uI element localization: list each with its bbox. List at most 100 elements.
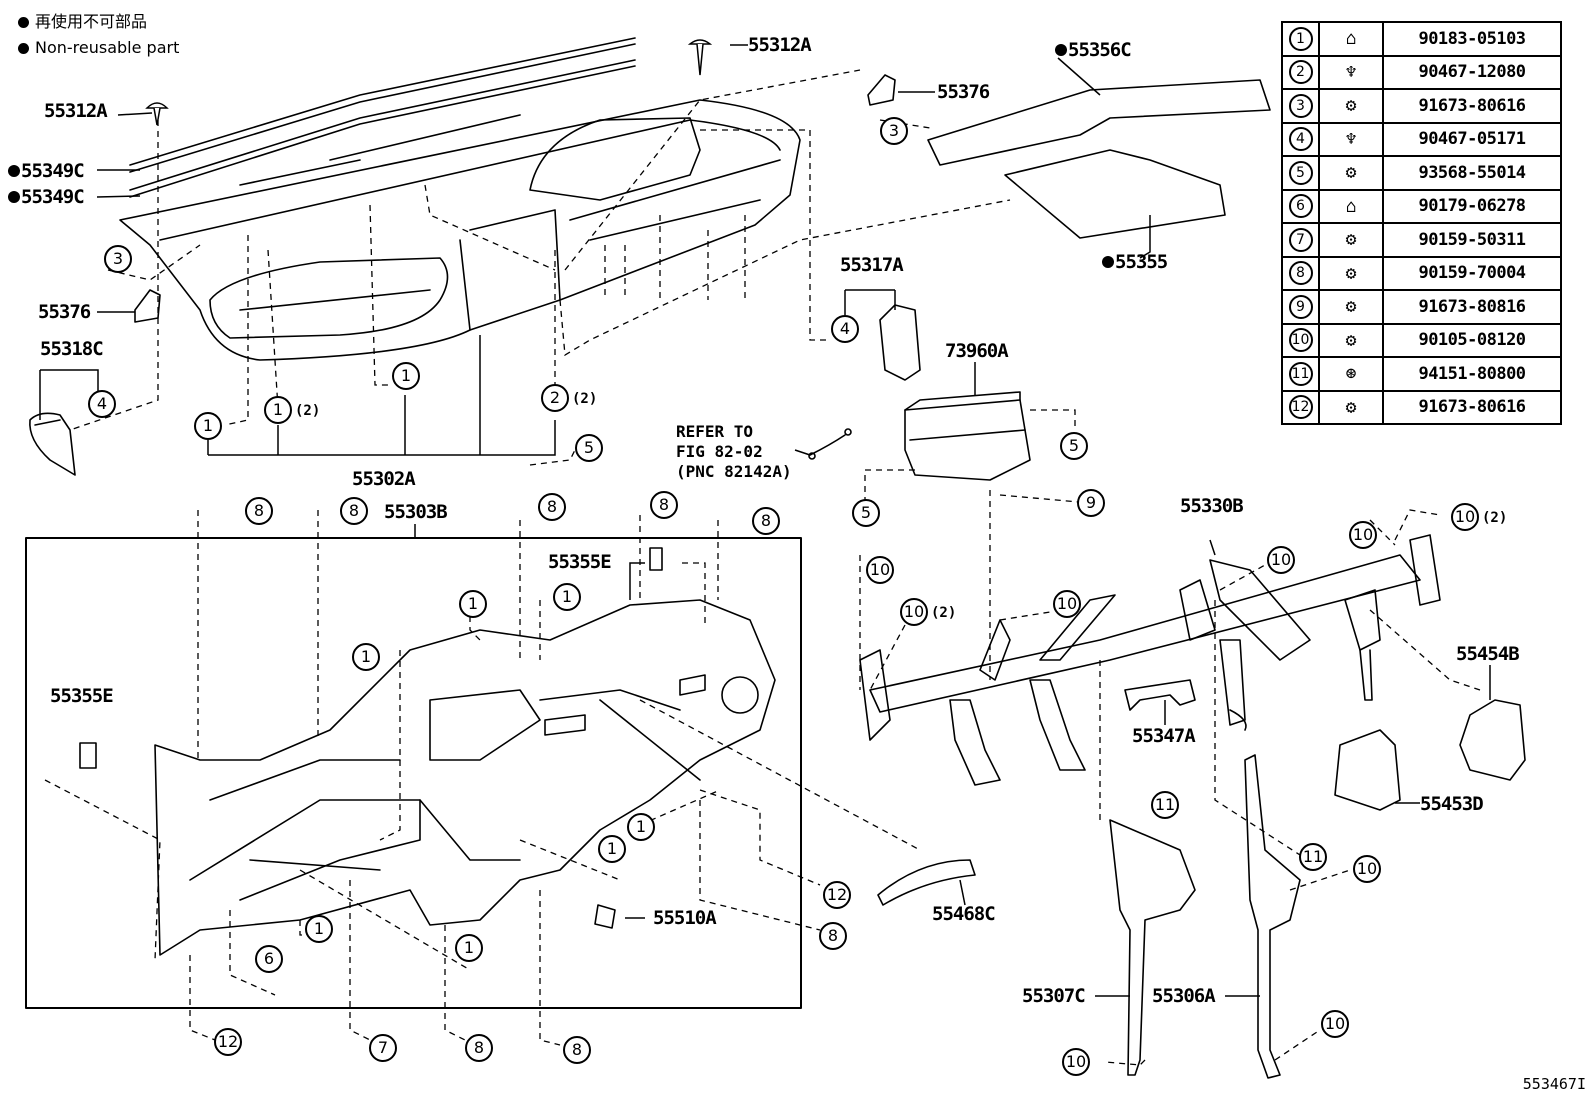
qty-2: (2): [1482, 510, 1508, 526]
callout-10: 10: [866, 556, 894, 584]
fastener-part-number: 90467-05171: [1382, 121, 1562, 157]
callout-1: 1: [305, 915, 333, 943]
label-55349C-1: 55349C: [8, 162, 85, 181]
qty-2: (2): [572, 391, 598, 407]
fastener-row: 9⚙91673-80816: [1281, 289, 1562, 325]
fastener-number: 2: [1281, 54, 1320, 90]
label-55468C: 55468C: [932, 903, 996, 925]
label-55312A-top: 55312A: [748, 34, 812, 56]
screw-icon: ⚙: [1345, 162, 1357, 184]
silencer-55355: [1004, 149, 1226, 239]
callout-4: 4: [831, 315, 859, 343]
fastener-number-circle: 8: [1288, 261, 1313, 286]
fastener-icon-cell: ⚙: [1318, 155, 1384, 191]
moulding-strip-lower: [129, 59, 636, 191]
callout-8: 8: [650, 491, 678, 519]
note-non-reusable-en: Non-reusable part: [18, 40, 179, 56]
fastener-icon-cell: ⌂: [1318, 188, 1384, 224]
label-55349C-2: 55349C: [8, 188, 85, 207]
label-55510A: 55510A: [653, 907, 717, 929]
fastener-number-circle: 4: [1288, 127, 1313, 152]
callout-10: 10: [900, 598, 928, 626]
screw-icon: ⚙: [1345, 95, 1357, 117]
callout-11: 11: [1151, 791, 1179, 819]
callout-8: 8: [465, 1034, 493, 1062]
fastener-number: 3: [1281, 88, 1320, 124]
label-55376-left: 55376: [38, 301, 91, 323]
push-clip-icon: ♆: [1345, 61, 1357, 83]
fastener-row: 5⚙93568-55014: [1281, 155, 1562, 191]
label-55306A: 55306A: [1152, 985, 1216, 1007]
screw-icon: ⚙: [1345, 229, 1357, 251]
callout-5: 5: [575, 434, 603, 462]
qty-2: (2): [295, 403, 321, 419]
callout-1: 1: [627, 813, 655, 841]
callout-3: 3: [104, 245, 132, 273]
fastener-part-number: 90467-12080: [1382, 54, 1562, 90]
fastener-row: 11⊛94151-80800: [1281, 356, 1562, 392]
callout-1: 1: [264, 396, 292, 424]
label-55356C: 55356C: [1055, 41, 1132, 60]
silencer-55356c: [927, 79, 1271, 166]
fastener-number: 4: [1281, 121, 1320, 157]
fastener-row: 8⚙90159-70004: [1281, 255, 1562, 291]
fastener-icon-cell: ♆: [1318, 54, 1384, 90]
label-55453D: 55453D: [1420, 793, 1484, 815]
sub-assembly-frame: [25, 537, 802, 1009]
fastener-number-circle: 12: [1288, 395, 1313, 420]
callout-11: 11: [1299, 843, 1327, 871]
fastener-row: 4♆90467-05171: [1281, 121, 1562, 157]
center-bracket-55303b: [154, 599, 776, 956]
callout-8: 8: [340, 497, 368, 525]
fastener-number-circle: 11: [1288, 361, 1313, 386]
fastener-number-circle: 6: [1288, 194, 1313, 219]
brace-55306a: [1244, 754, 1301, 1079]
fastener-number-circle: 10: [1288, 328, 1313, 353]
fastener-number: 12: [1281, 389, 1320, 425]
screw-icon: ⚙: [1345, 329, 1357, 351]
callout-12: 12: [823, 881, 851, 909]
refer-line-1: REFER TO: [676, 422, 754, 441]
refer-line-2: FIG 82-02: [676, 442, 763, 461]
label-55330B: 55330B: [1180, 495, 1244, 517]
fastener-number-circle: 7: [1288, 227, 1313, 252]
label-55303B: 55303B: [384, 501, 448, 523]
callout-10: 10: [1267, 546, 1295, 574]
callout-5: 5: [852, 499, 880, 527]
fastener-part-number: 91673-80816: [1382, 289, 1562, 325]
fastener-part-number: 90179-06278: [1382, 188, 1562, 224]
callout-3: 3: [880, 117, 908, 145]
callout-8: 8: [819, 922, 847, 950]
callout-1: 1: [392, 362, 420, 390]
fastener-number-circle: 1: [1288, 26, 1313, 51]
fastener-number: 10: [1281, 322, 1320, 358]
fastener-row: 1⌂90183-05103: [1281, 21, 1562, 57]
label-55317A: 55317A: [840, 254, 904, 276]
callout-10: 10: [1349, 521, 1377, 549]
callout-8: 8: [563, 1036, 591, 1064]
callout-1: 1: [459, 590, 487, 618]
callout-6: 6: [255, 945, 283, 973]
refer-line-3: (PNC 82142A): [676, 462, 792, 481]
figure-id: 553467I: [1522, 1075, 1586, 1093]
duct-55318c: [29, 412, 76, 476]
nut-icon: ⊛: [1345, 363, 1357, 385]
fastener-icon-cell: ⚙: [1318, 389, 1384, 425]
fastener-number: 8: [1281, 255, 1320, 291]
fastener-number-circle: 2: [1288, 60, 1313, 85]
callout-5: 5: [1060, 432, 1088, 460]
fastener-number-circle: 9: [1288, 294, 1313, 319]
instrument-panel-pad: [119, 99, 801, 361]
label-55307C: 55307C: [1022, 985, 1086, 1007]
fastener-number: 11: [1281, 356, 1320, 392]
callout-10: 10: [1053, 590, 1081, 618]
cross-car-beam: [869, 554, 1421, 713]
label-55454B: 55454B: [1456, 643, 1520, 665]
fastener-icon-cell: ⚙: [1318, 222, 1384, 258]
junction-box-73960a: [904, 399, 1031, 481]
fastener-row: 6⌂90179-06278: [1281, 188, 1562, 224]
fastener-part-number: 90159-50311: [1382, 222, 1562, 258]
fastener-part-number: 90159-70004: [1382, 255, 1562, 291]
callout-1: 1: [598, 835, 626, 863]
